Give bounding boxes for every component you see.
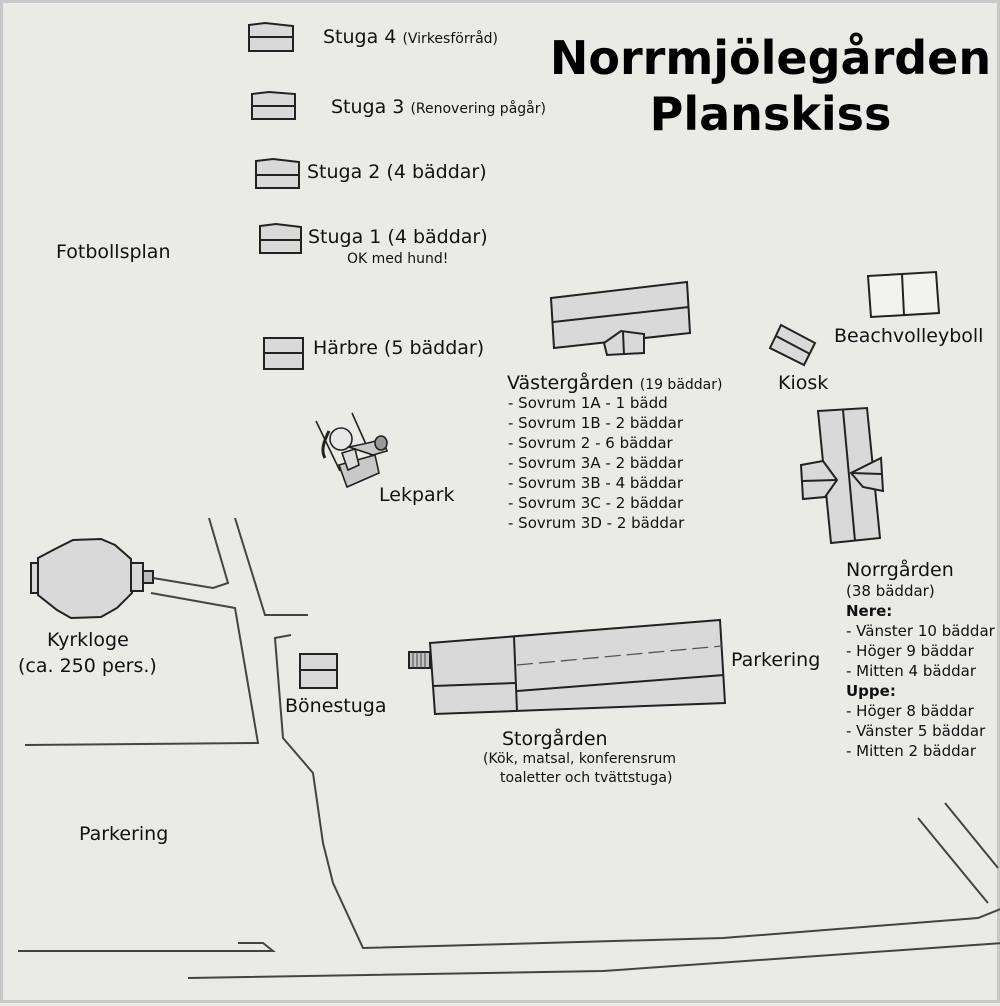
kyrkloge-name: Kyrkloge xyxy=(47,629,129,651)
norrgarden-room: - Vänster 10 bäddar xyxy=(846,622,995,640)
cabin-stuga-3-icon xyxy=(251,90,296,120)
bonestuga-label: Bönestuga xyxy=(285,695,387,717)
title-line-2: Planskiss xyxy=(649,87,892,141)
vastergarden-room: - Sovrum 3C - 2 bäddar xyxy=(508,494,684,512)
cabin-stuga-3-label: Stuga 3 (Renovering pågår) xyxy=(331,96,546,118)
norrgarden-building xyxy=(799,406,885,545)
beachvolleyboll-label: Beachvolleyboll xyxy=(834,325,984,347)
storgarden-steps-icon xyxy=(412,652,426,668)
cabin-stuga-4-name: Stuga 4 xyxy=(323,26,397,48)
vastergarden-room: - Sovrum 3A - 2 bäddar xyxy=(508,454,683,472)
norrgarden-room: - Vänster 5 bäddar xyxy=(846,722,986,740)
harbre-icon xyxy=(263,337,304,370)
map-drawing xyxy=(18,21,1000,979)
storgarden-desc-1: (Kök, matsal, konferensrum xyxy=(483,751,676,767)
map-title: Norrmjölegården Planskiss xyxy=(548,30,993,142)
parkering-right-label: Parkering xyxy=(731,649,821,671)
norrgarden-room: - Höger 9 bäddar xyxy=(846,642,974,660)
fotbollsplan-label: Fotbollsplan xyxy=(56,241,171,263)
norrgarden-uppe-label: Uppe: xyxy=(846,682,896,700)
vastergarden-room: - Sovrum 3D - 2 bäddar xyxy=(508,514,685,532)
cabin-stuga-1-note: OK med hund! xyxy=(347,251,449,267)
lekpark-label: Lekpark xyxy=(379,484,455,506)
norrgarden-room: - Mitten 4 bäddar xyxy=(846,662,976,680)
vastergarden-room: - Sovrum 3B - 4 bäddar xyxy=(508,474,684,492)
norrgarden-nere-label: Nere: xyxy=(846,602,893,620)
harbre-label: Härbre (5 bäddar) xyxy=(313,337,485,359)
vastergarden-room: - Sovrum 2 - 6 bäddar xyxy=(508,434,673,452)
kiosk-building xyxy=(768,323,817,367)
kiosk-label: Kiosk xyxy=(778,372,829,394)
vastergarden-name: Västergården xyxy=(507,372,634,394)
title-line-1: Norrmjölegården xyxy=(549,31,992,85)
vastergarden-room-list: - Sovrum 1A - 1 bädd - Sovrum 1B - 2 bäd… xyxy=(508,393,684,533)
vastergarden-room: - Sovrum 1B - 2 bäddar xyxy=(508,414,684,432)
storgarden-building xyxy=(408,618,727,716)
vastergarden-beds: (19 bäddar) xyxy=(639,377,723,393)
vastergarden-building xyxy=(549,280,692,357)
vastergarden-heading: Västergården (19 bäddar) xyxy=(507,372,722,394)
vastergarden-room: - Sovrum 1A - 1 bädd xyxy=(508,394,668,412)
norrgarden-name: Norrgården xyxy=(846,559,954,581)
cabin-stuga-1-icon xyxy=(259,222,302,254)
norrgarden-room: - Mitten 2 bäddar xyxy=(846,742,976,760)
cabin-stuga-3-name-text: Stuga 3 xyxy=(331,96,405,118)
storgarden-name: Storgården xyxy=(502,728,608,750)
swing-icon xyxy=(315,412,389,489)
bonestuga-building xyxy=(299,653,338,689)
kyrkloge-capacity: (ca. 250 pers.) xyxy=(18,655,157,677)
cabin-stuga-4-icon xyxy=(248,21,294,52)
cabin-stuga-4-note: (Virkesförråd) xyxy=(402,31,499,47)
cabin-stuga-2-icon xyxy=(255,157,300,189)
kyrkloge-building xyxy=(30,537,154,620)
norrgarden-room: - Höger 8 bäddar xyxy=(846,702,974,720)
beachvolleyboll-court xyxy=(866,270,941,319)
norrgarden-room-list: (38 bäddar) Nere: - Vänster 10 bäddar - … xyxy=(846,581,995,761)
cabin-stuga-1-label: Stuga 1 (4 bäddar) xyxy=(308,226,488,248)
cabin-stuga-2-label: Stuga 2 (4 bäddar) xyxy=(307,161,487,183)
roads xyxy=(18,517,1000,979)
storgarden-desc-2: toaletter och tvättstuga) xyxy=(500,770,673,786)
cabin-stuga-3-note: (Renovering pågår) xyxy=(410,101,546,117)
parkering-left-label: Parkering xyxy=(79,823,169,845)
cabin-stuga-4-label: Stuga 4 (Virkesförråd) xyxy=(323,26,498,48)
norrgarden-beds: (38 bäddar) xyxy=(846,582,935,600)
